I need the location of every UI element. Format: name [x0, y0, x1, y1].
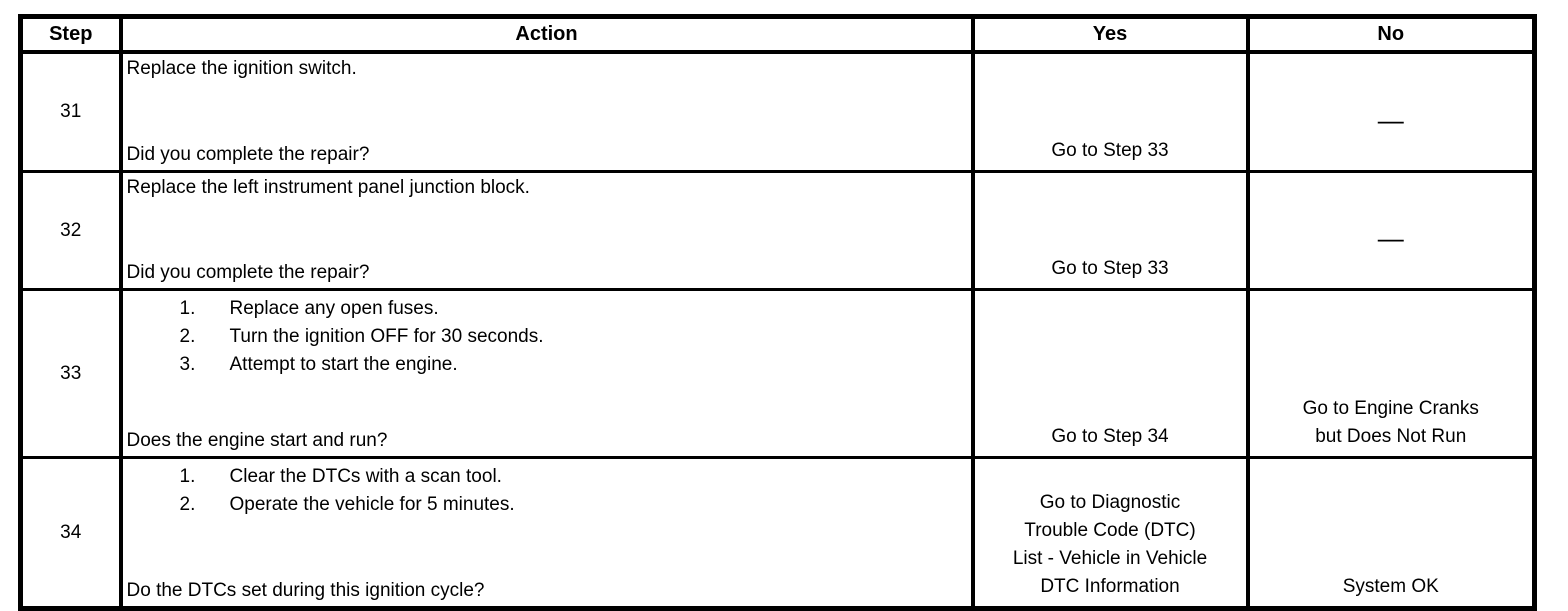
yes-cell: Go to Step 33 — [970, 170, 1250, 291]
yes-cell: Go to Step 33 — [970, 50, 1250, 173]
step-cell: 31 — [18, 50, 123, 173]
column-header-no: No — [1245, 15, 1537, 54]
diagnostic-steps-table: Step Action Yes No 31 Replace the igniti… — [18, 14, 1537, 611]
table-row-step-32: 32 Replace the left instrument panel jun… — [18, 170, 1537, 291]
table-row-step-34: 34 1. Clear the DTCs with a scan tool. 2… — [18, 456, 1537, 610]
action-step-item: 2. Operate the vehicle for 5 minutes. — [127, 491, 967, 519]
action-step-item: 2. Turn the ignition OFF for 30 seconds. — [127, 323, 967, 351]
list-text: Turn the ignition OFF for 30 seconds. — [229, 326, 544, 347]
no-cell: — — [1245, 170, 1537, 291]
no-cell: System OK — [1245, 456, 1537, 610]
column-header-action: Action — [118, 15, 975, 54]
table-row-step-33: 33 1. Replace any open fuses. 2. Turn th… — [18, 288, 1537, 459]
no-cell: Go to Engine Cranks but Does Not Run — [1245, 288, 1537, 459]
action-question: Do the DTCs set during this ignition cyc… — [126, 580, 485, 601]
table-row-step-31: 31 Replace the ignition switch. Did you … — [18, 50, 1537, 173]
list-text: Operate the vehicle for 5 minutes. — [229, 494, 515, 515]
action-cell: 1. Replace any open fuses. 2. Turn the i… — [118, 288, 975, 459]
yes-instruction: Go to Diagnostic Trouble Code (DTC) List… — [1012, 492, 1208, 597]
header-row: Step Action Yes No — [18, 15, 1537, 54]
list-text: Clear the DTCs with a scan tool. — [229, 466, 502, 487]
action-question: Did you complete the repair? — [126, 262, 370, 283]
action-question: Did you complete the repair? — [126, 144, 370, 165]
action-step-list: 1. Replace any open fuses. 2. Turn the i… — [127, 295, 967, 379]
no-instruction: System OK — [1342, 576, 1439, 597]
list-number: 2. — [179, 326, 196, 347]
action-step-item: 3. Attempt to start the engine. — [127, 351, 967, 379]
column-header-step: Step — [18, 15, 123, 54]
list-number: 2. — [179, 494, 196, 515]
action-description: Replace the left instrument panel juncti… — [126, 177, 530, 198]
em-dash: — — [1377, 223, 1404, 253]
step-cell: 33 — [18, 288, 123, 459]
action-question: Does the engine start and run? — [126, 430, 388, 451]
step-number: 33 — [60, 362, 82, 384]
list-text: Attempt to start the engine. — [229, 354, 458, 375]
action-cell: Replace the ignition switch. Did you com… — [118, 50, 975, 173]
yes-instruction: Go to Step 34 — [1051, 426, 1169, 447]
action-step-item: 1. Replace any open fuses. — [127, 295, 967, 323]
step-number: 32 — [60, 219, 82, 241]
column-header-yes: Yes — [970, 15, 1250, 54]
action-cell: Replace the left instrument panel juncti… — [118, 170, 975, 291]
action-step-list: 1. Clear the DTCs with a scan tool. 2. O… — [127, 463, 967, 519]
yes-cell: Go to Diagnostic Trouble Code (DTC) List… — [970, 456, 1250, 610]
no-cell: — — [1245, 50, 1537, 173]
list-text: Replace any open fuses. — [229, 298, 439, 319]
action-description: Replace the ignition switch. — [126, 58, 357, 79]
action-step-item: 1. Clear the DTCs with a scan tool. — [127, 463, 967, 491]
step-cell: 32 — [18, 170, 123, 291]
list-number: 1. — [179, 298, 196, 319]
yes-cell: Go to Step 34 — [970, 288, 1250, 459]
list-number: 1. — [179, 466, 196, 487]
em-dash: — — [1377, 104, 1404, 135]
step-cell: 34 — [18, 456, 123, 610]
list-number: 3. — [179, 354, 196, 375]
action-cell: 1. Clear the DTCs with a scan tool. 2. O… — [118, 456, 975, 610]
step-number: 34 — [60, 521, 82, 543]
no-instruction: Go to Engine Cranks but Does Not Run — [1302, 398, 1479, 447]
yes-instruction: Go to Step 33 — [1051, 258, 1169, 279]
step-number: 31 — [60, 101, 82, 122]
yes-instruction: Go to Step 33 — [1051, 140, 1169, 161]
